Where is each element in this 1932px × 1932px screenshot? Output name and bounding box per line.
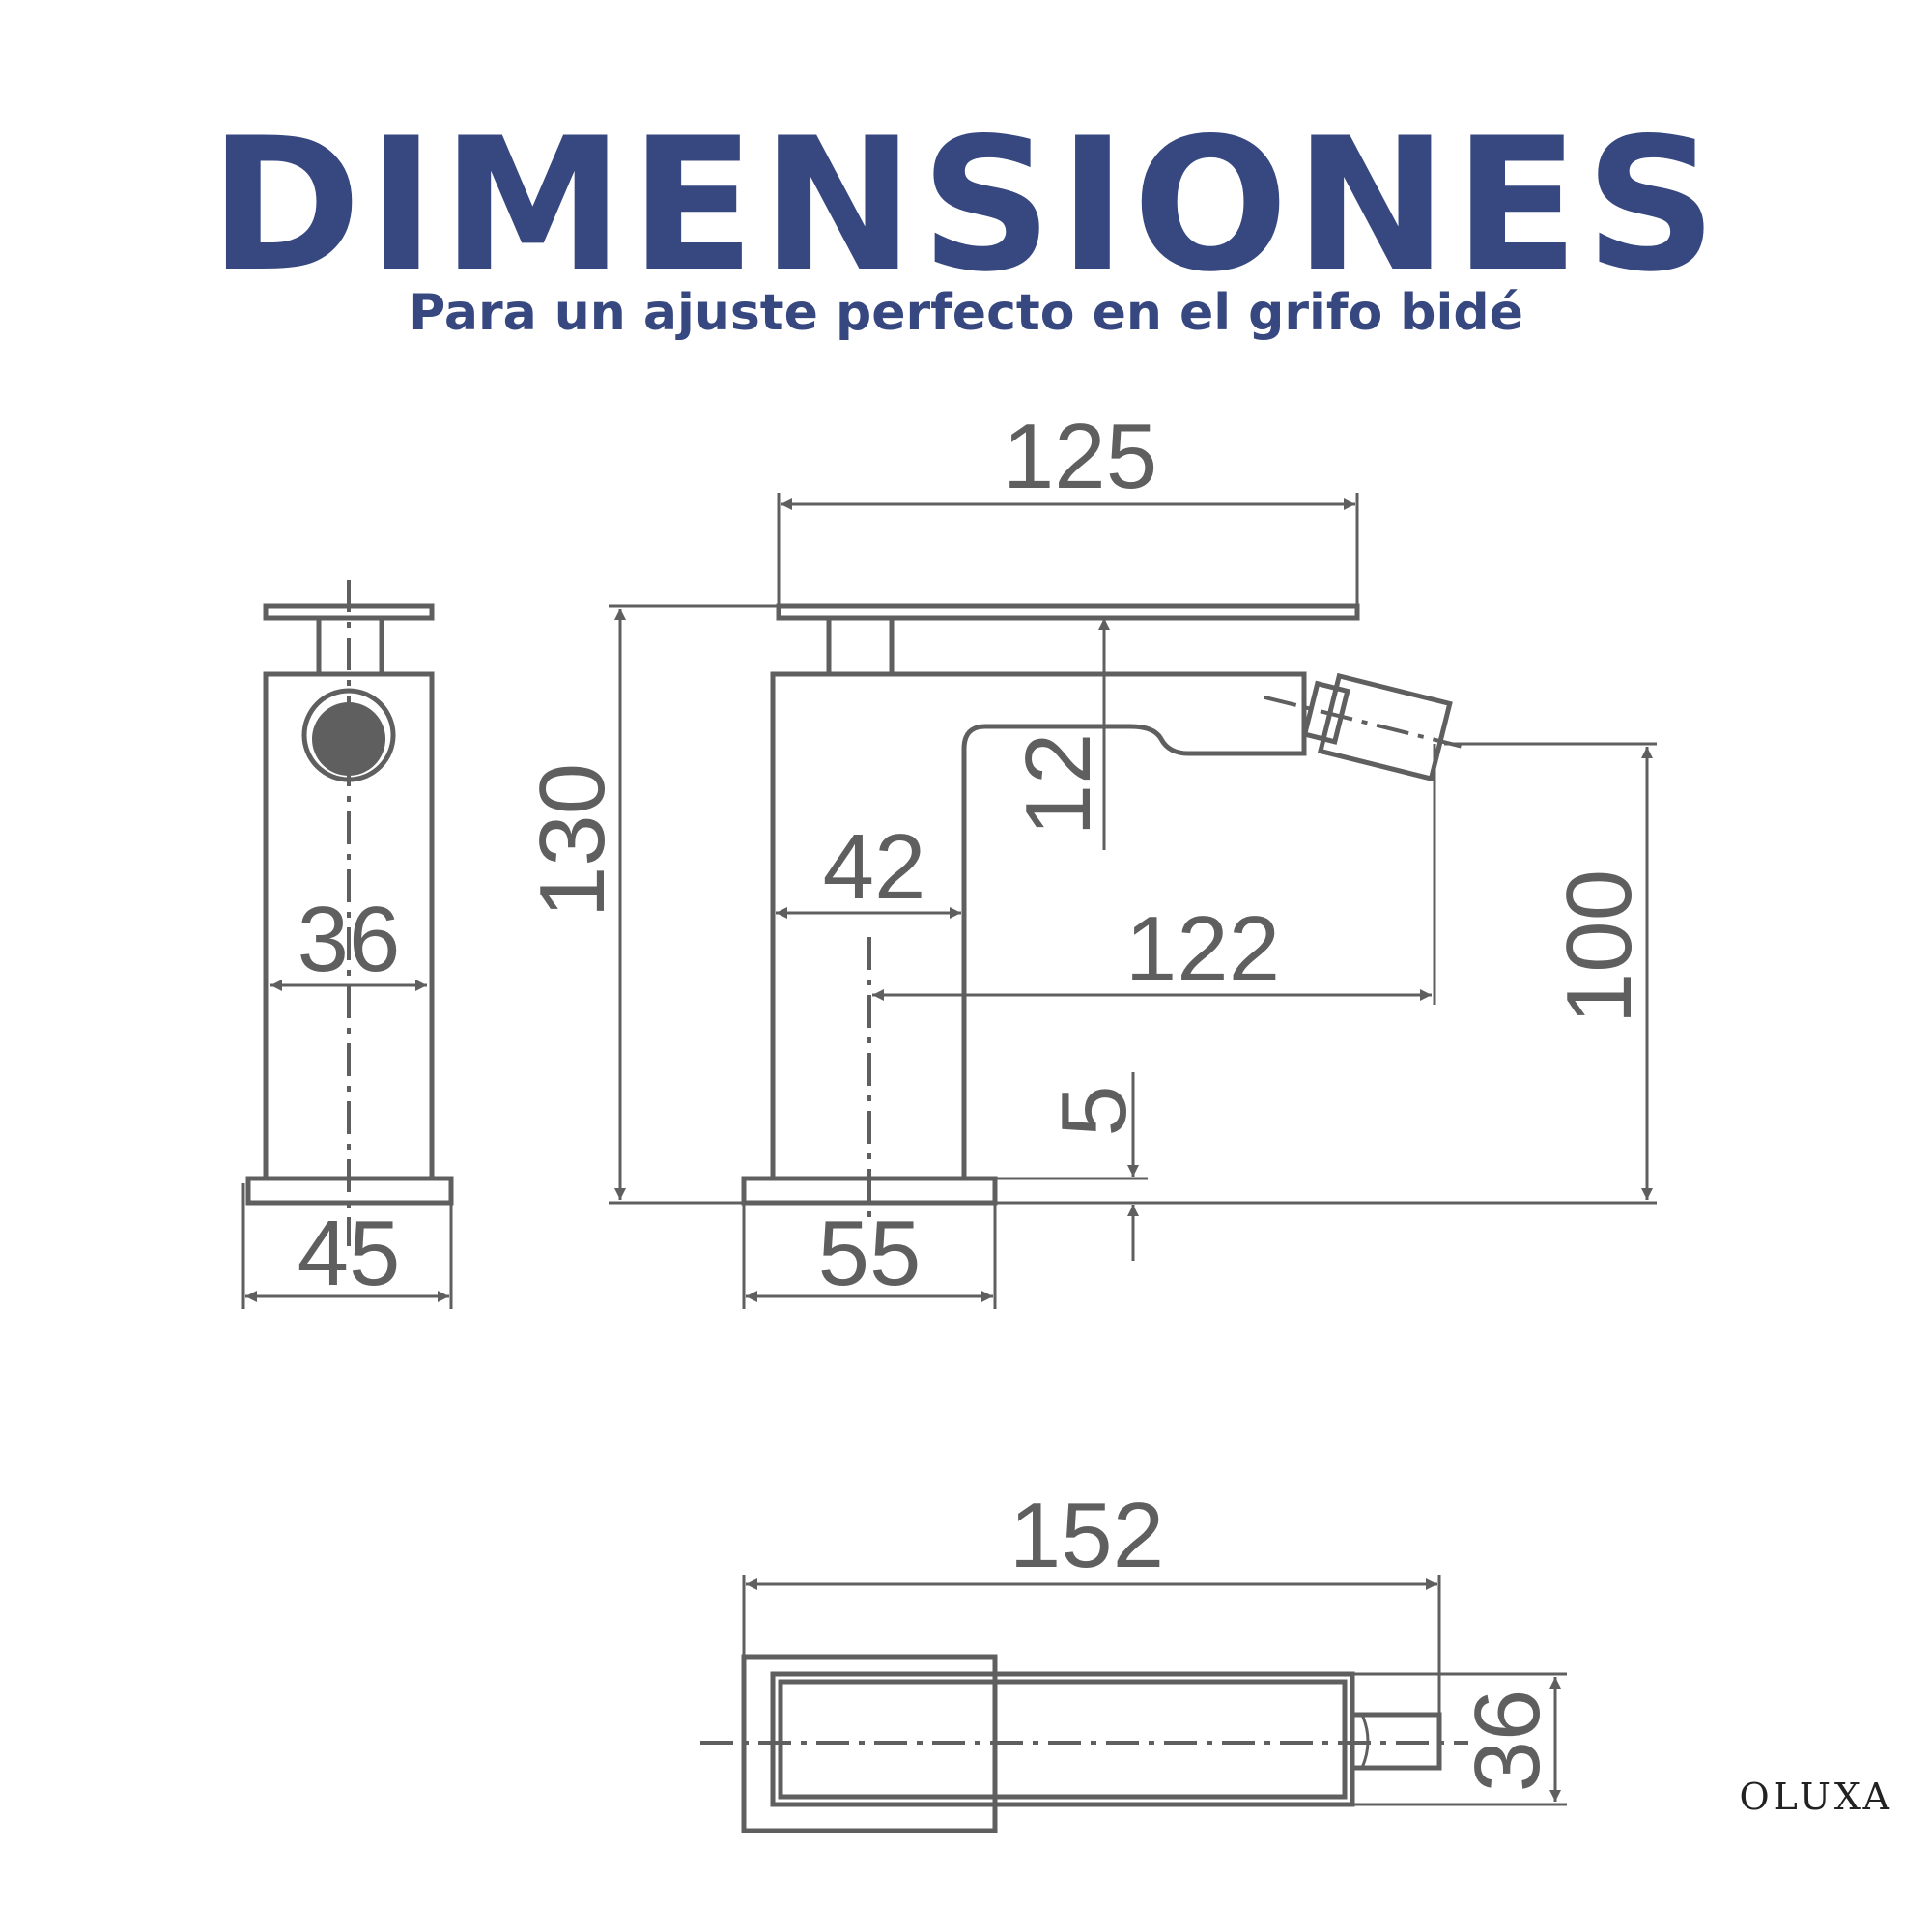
page-subtitle: Para un ajuste perfecto en el grifo bidé xyxy=(409,284,1523,342)
dim-label-152: 152 xyxy=(1009,1484,1164,1587)
dim-label-100: 100 xyxy=(1548,869,1651,1024)
spout-centerline xyxy=(1264,695,1462,749)
dim-label-45: 45 xyxy=(298,1202,401,1305)
plan-view: 152 36 xyxy=(700,1484,1567,1833)
brand-logo: OLUXA xyxy=(1739,1776,1893,1818)
front-spout xyxy=(1264,672,1462,782)
dim-label-12: 12 xyxy=(1007,733,1110,837)
dim-label-130: 130 xyxy=(521,763,624,918)
front-lever-plate xyxy=(776,603,1360,621)
front-view: 125 130 12 100 42 122 5 xyxy=(521,405,1657,1309)
plan-body xyxy=(770,1671,1355,1807)
dim-label-125: 125 xyxy=(1003,405,1157,508)
dim-label-36-side: 36 xyxy=(298,888,401,991)
dim-label-5: 5 xyxy=(1042,1085,1146,1136)
plan-body-inner xyxy=(778,1679,1348,1800)
dim-label-36-plan: 36 xyxy=(1456,1690,1559,1793)
front-lever-stem xyxy=(826,615,895,677)
dim-label-42: 42 xyxy=(823,815,926,919)
page-title: DIMENSIONES xyxy=(209,99,1723,312)
front-body xyxy=(770,671,1307,1179)
side-view: 36 45 xyxy=(242,580,454,1309)
dim-label-122: 122 xyxy=(1125,897,1280,1001)
dim-label-55: 55 xyxy=(818,1202,922,1305)
